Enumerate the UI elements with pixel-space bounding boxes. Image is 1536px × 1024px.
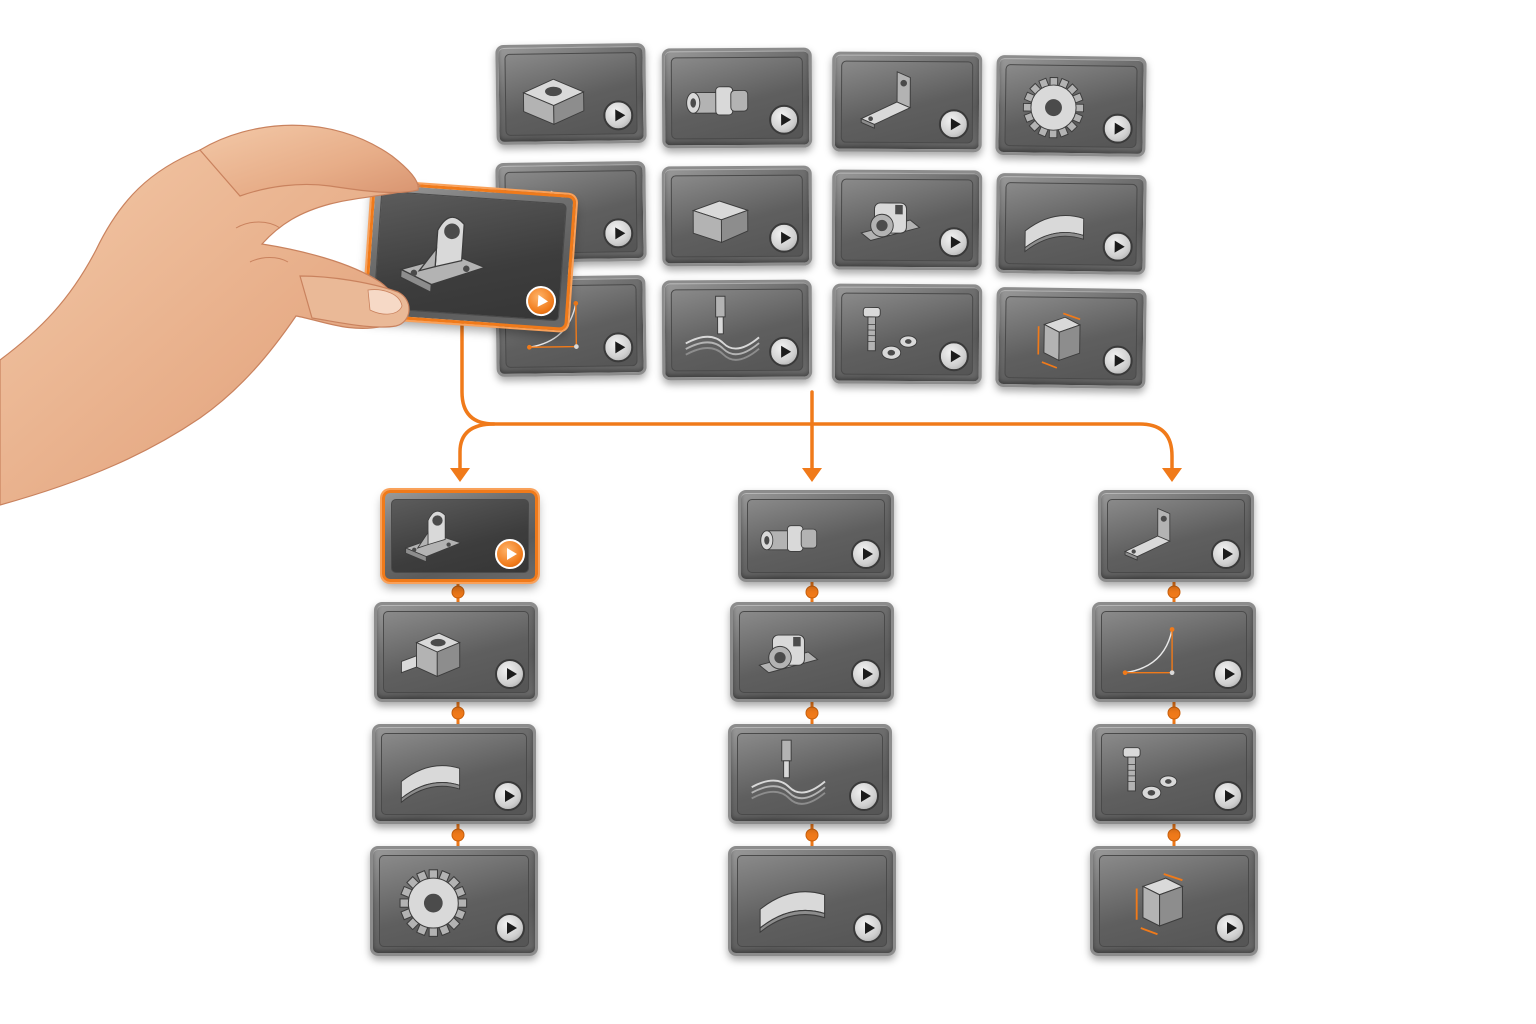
shaft-icon [686,86,749,116]
hand-knuckle-line [235,221,281,229]
gear-icon [399,869,468,937]
chamfered-block-icon [691,200,750,244]
hand-knuckle-line [249,257,289,263]
connector-node [805,585,819,599]
connector-node [1167,706,1181,720]
workflow-2-step-3[interactable] [728,724,892,824]
connector-line [460,318,1174,470]
bolt-and-nuts-icon [1122,747,1178,800]
play-button[interactable] [495,539,525,569]
workflow-3-step-1[interactable] [1098,490,1254,582]
workflow-3-step-2[interactable] [1092,602,1256,702]
dragged-tile[interactable] [363,181,577,331]
connector-node [451,828,465,842]
connector-line [458,422,496,470]
clevis-bracket-icon [404,510,462,563]
gear-icon [1022,77,1085,139]
connector-node [1167,585,1181,599]
connector-node [1167,828,1181,842]
workflow-3-step-3[interactable] [1092,724,1256,824]
library-tile-pillow-block[interactable] [831,169,983,271]
milling-toolpath-icon [685,295,760,361]
connector-node [805,706,819,720]
dimension-cube-icon [1135,873,1184,936]
arrow-head-icon [450,468,470,482]
workflow-1-step-4[interactable] [370,846,538,956]
angle-bracket-icon [1124,507,1171,561]
connector-node [805,828,819,842]
workflow-2-step-1[interactable] [738,490,894,582]
hand-fingernail [367,289,403,315]
shaft-icon [760,525,818,552]
library-tile-block-with-hole[interactable] [495,42,647,146]
hand-finger-index [199,124,419,197]
curved-panel-icon [759,891,826,934]
workflow-2-step-4[interactable] [728,846,896,956]
clevis-bracket-icon [399,216,487,294]
library-tile-curve-sketch[interactable] [495,274,647,378]
play-button[interactable] [493,781,523,811]
play-button[interactable] [1215,913,1245,943]
curve-sketch-icon [527,301,579,350]
hand-thumb [299,275,410,328]
library-tile-shaft[interactable] [661,47,813,149]
library-tile-curved-panel[interactable] [995,172,1147,276]
arrow-head-icon [802,468,822,482]
block-with-hole-icon [522,78,585,126]
play-button[interactable] [851,539,881,569]
play-button[interactable] [495,659,525,689]
workflow-1-step-2[interactable] [374,602,538,702]
workflow-3-step-4[interactable] [1090,846,1258,956]
play-button[interactable] [1211,539,1241,569]
pillow-block-icon [860,202,921,242]
milling-toolpath-icon [751,739,826,805]
play-button[interactable] [1213,781,1243,811]
library-tile-milling-toolpath[interactable] [661,279,813,381]
hand-palm [0,136,422,506]
workflow-2-step-2[interactable] [730,602,894,702]
angle-bracket-icon [860,71,912,129]
play-button[interactable] [853,913,883,943]
connector-node [451,706,465,720]
play-button[interactable] [1213,659,1243,689]
library-tile-gear[interactable] [995,54,1147,158]
dimension-cube-icon [1037,312,1082,369]
connector-node [451,585,465,599]
curved-panel-icon [400,765,461,804]
bolt-and-nuts-icon [862,306,918,360]
workflow-1-step-1[interactable] [382,490,538,582]
library-tile-bolt-and-nuts[interactable] [831,283,983,385]
library-tile-dimension-cube[interactable] [995,286,1147,390]
stepped-block-icon [400,632,461,678]
play-button[interactable] [851,659,881,689]
pillow-block-icon [758,634,819,674]
arrow-head-icon [1162,468,1182,482]
library-tile-angle-bracket[interactable] [831,51,983,153]
library-tile-chamfered-block[interactable] [661,165,813,267]
play-button[interactable] [495,913,525,943]
workflow-1-step-3[interactable] [372,724,536,824]
curve-sketch-icon [1122,627,1175,676]
play-button[interactable] [849,781,879,811]
tile-face [739,611,885,693]
curved-panel-icon [1024,215,1085,253]
